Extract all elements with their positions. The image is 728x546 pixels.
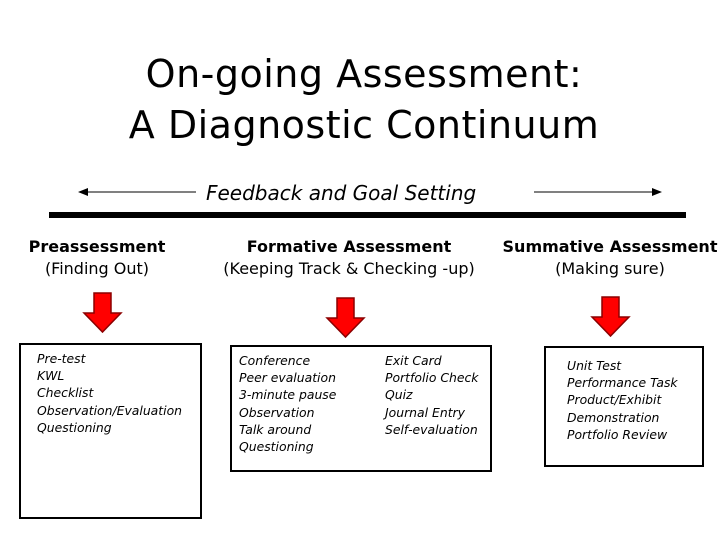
subheading: (Finding Out)	[44, 259, 150, 278]
down-arrow-icon	[590, 296, 631, 338]
list-item: Product/Exhibit	[567, 392, 662, 408]
continuum-bar	[49, 212, 686, 218]
column-heading-formative: Formative Assessment (Keeping Track & Ch…	[196, 236, 502, 280]
subheading: (Making sure)	[555, 259, 665, 278]
list-item: Questioning	[37, 419, 112, 435]
list-item: Checklist	[37, 385, 94, 401]
list-item: Quiz	[385, 387, 413, 403]
list-item: Performance Task	[567, 375, 678, 391]
formative-list-right: Exit Card Portfolio Check Quiz Journal E…	[385, 352, 478, 438]
down-arrow-icon	[82, 292, 123, 334]
formative-box: Conference Peer evaluation 3-minute paus…	[230, 345, 492, 472]
subheading: (Keeping Track & Checking -up)	[223, 259, 475, 278]
list-item: Observation/Evaluation	[37, 402, 183, 418]
list-item: Pre-test	[37, 351, 86, 366]
list-item: Unit Test	[567, 358, 622, 373]
list-item: Portfolio Review	[567, 426, 668, 442]
list-item: Portfolio Check	[385, 370, 479, 386]
list-item: Demonstration	[567, 409, 660, 425]
feedback-label: Feedback and Goal Setting	[206, 181, 477, 205]
list-item: KWL	[37, 368, 65, 384]
list-item: Talk around	[239, 421, 312, 437]
title-line-1: On-going Assessment:	[145, 52, 583, 96]
formative-list-left: Conference Peer evaluation 3-minute paus…	[239, 352, 336, 455]
list-item: Journal Entry	[385, 404, 465, 420]
list-item: Conference	[239, 353, 311, 368]
heading: Formative Assessment	[246, 237, 452, 256]
list-item: Peer evaluation	[239, 370, 336, 386]
heading: Summative Assessment	[502, 237, 718, 256]
preassessment-box: Pre-test KWL Checklist Observation/Evalu…	[19, 343, 202, 519]
right-arrow-head	[652, 188, 662, 196]
list-item: Observation	[239, 404, 315, 420]
down-arrow-icon	[325, 297, 366, 339]
summative-box: Unit Test Performance Task Product/Exhib…	[544, 346, 704, 467]
list-item: Self-evaluation	[385, 421, 478, 437]
column-heading-preassessment: Preassessment (Finding Out)	[22, 236, 172, 280]
list-item: 3-minute pause	[239, 387, 337, 403]
list-item: Exit Card	[385, 353, 442, 368]
list-item: Questioning	[239, 439, 314, 455]
title-line-2: A Diagnostic Continuum	[128, 103, 600, 147]
left-arrow-head	[78, 188, 88, 196]
column-heading-summative: Summative Assessment (Making sure)	[494, 236, 726, 280]
heading: Preassessment	[28, 237, 166, 256]
